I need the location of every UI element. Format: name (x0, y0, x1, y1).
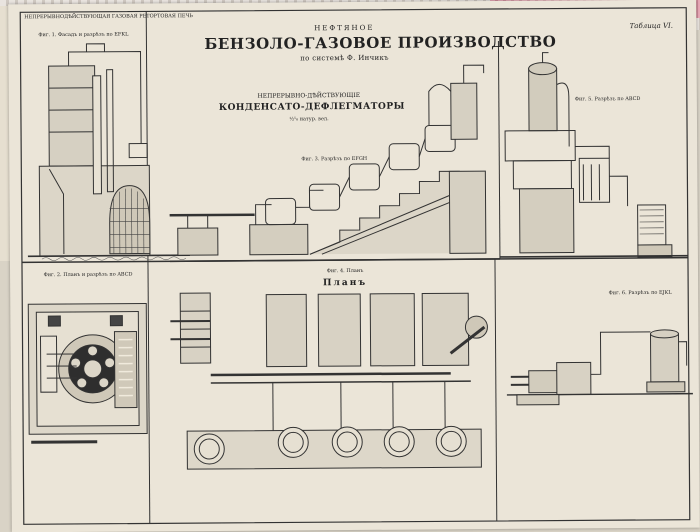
drawing-lines (8, 0, 700, 532)
fig5-caption: Фиг. 5. Разрѣзъ по ABCD (575, 96, 635, 102)
fig4-plan-title: Планъ (310, 278, 380, 288)
scale-note: ½⁵₀ натур. вел. (219, 116, 399, 123)
fig1-caption: Фиг. 1. Фасадъ и разрѣзъ по EFKL (38, 32, 122, 39)
fig4-caption: Фиг. 4. Планъ (300, 268, 390, 275)
fig3-caption: Фиг. 3. Разрѣзъ по EFGH (279, 156, 389, 163)
page-title: БЕНЗОЛО-ГАЗОВОЕ ПРОИЗВОДСТВО (204, 33, 484, 53)
fig6-caption: Фиг. 6. Разрѣзъ по EJKL (600, 290, 680, 297)
engineering-drawing-sheet: НЕПРЕРЫВНОДѢЙСТВУЮЩАЯ ГАЗОВАЯ РЕТОРТОВАЯ… (8, 0, 700, 532)
plate-number: Таблица VI. (620, 22, 682, 30)
fig2-caption: Фиг. 2. Планъ и разрѣзъ по ABCD (28, 271, 148, 278)
section-line1: НЕПРЕРЫВНО-ДѢЙСТВУЮЩІЕ (219, 92, 399, 100)
section-line2: КОНДЕНСАТО-ДЕФЛЕГМАТОРЫ (219, 102, 399, 113)
left-sheet-title: НЕПРЕРЫВНОДѢЙСТВУЮЩАЯ ГАЗОВАЯ РЕТОРТОВАЯ… (24, 13, 144, 20)
